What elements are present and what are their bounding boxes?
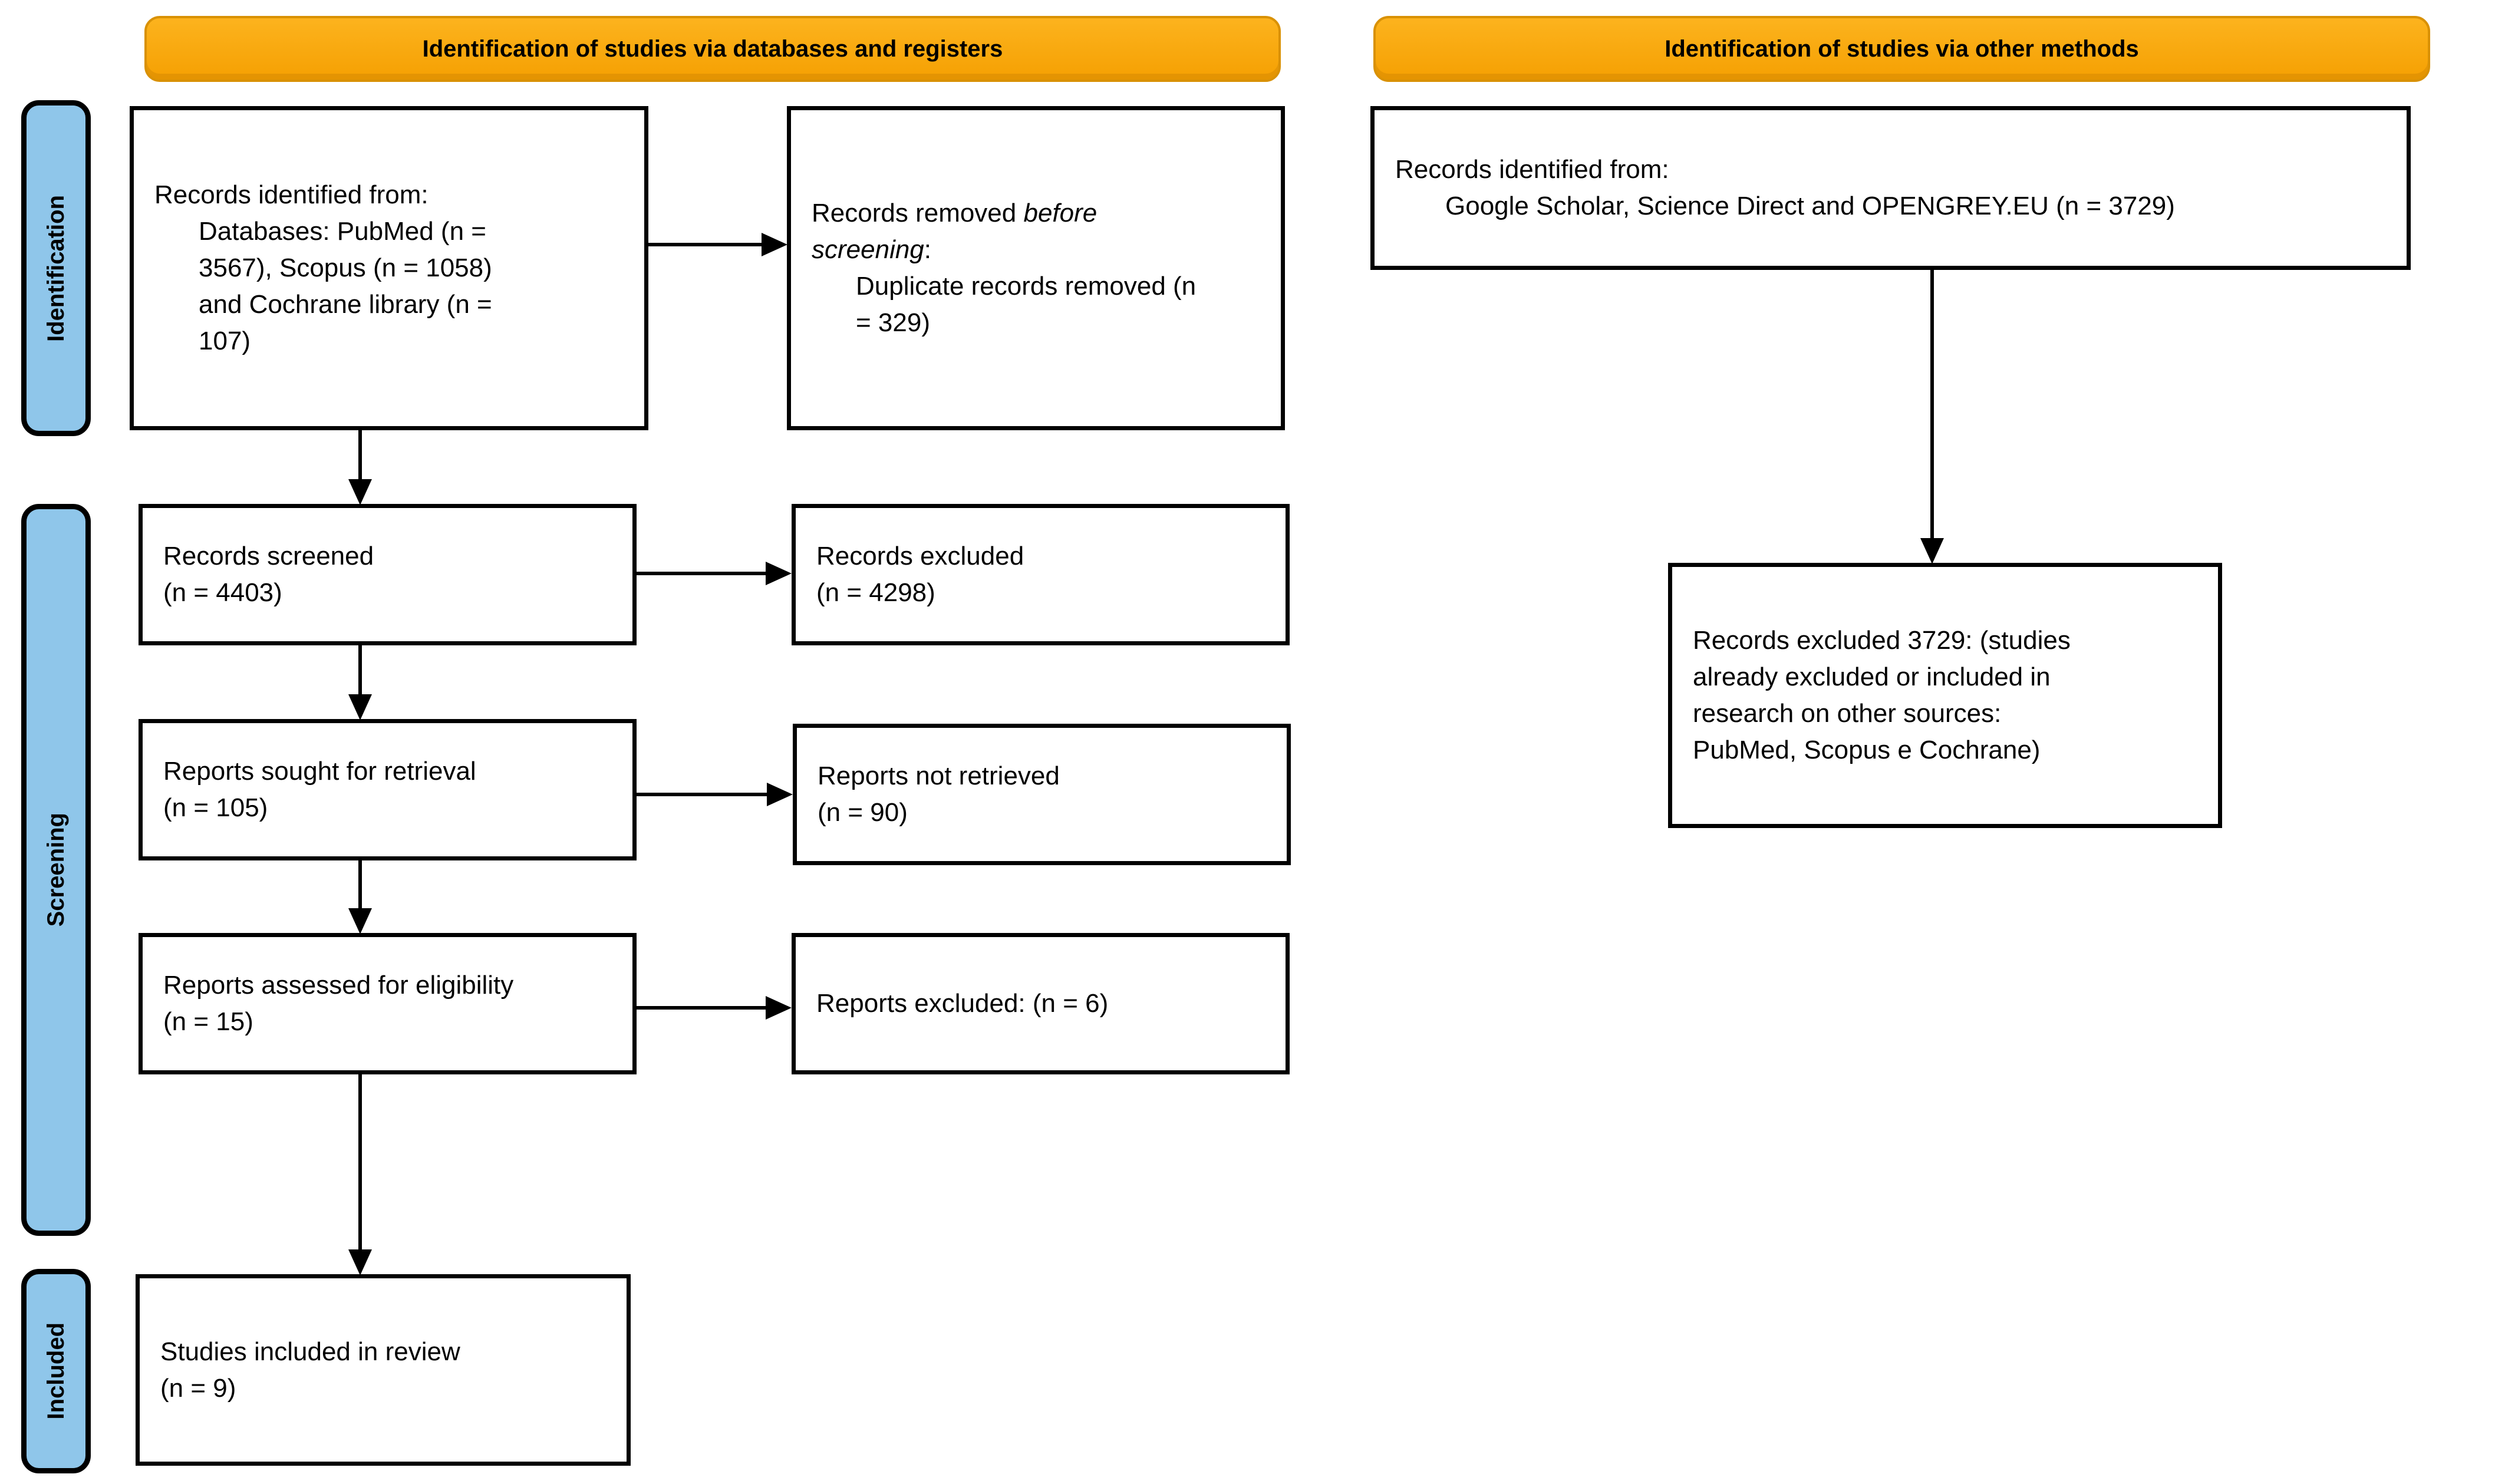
box-reports-not-retrieved-text: Reports not retrieved (n = 90) (818, 761, 1060, 827)
stage-screening: Screening (21, 504, 91, 1236)
banner-other-methods: Identification of studies via other meth… (1373, 16, 2430, 82)
arrow-sought-to-notretrieved-line (637, 793, 767, 796)
arrow-identified-to-removed-head-icon (762, 233, 787, 256)
box-records-screened: Records screened (n = 4403) (139, 504, 637, 645)
stage-screening-label: Screening (42, 813, 69, 927)
arrow-other-identified-to-excluded-line (1930, 270, 1934, 539)
arrow-assessed-to-included-line (358, 1074, 362, 1251)
arrow-identified-to-screened-line (358, 430, 362, 480)
box-records-excluded-other: Records excluded 3729: (studies already … (1668, 563, 2222, 828)
stage-included-label: Included (42, 1323, 69, 1420)
arrow-other-identified-to-excluded-head-icon (1920, 538, 1944, 564)
box-reports-sought-text: Reports sought for retrieval (n = 105) (163, 757, 476, 822)
box-records-identified-other-text: Records identified from:Google Scholar, … (1395, 155, 2175, 220)
box-records-screened-text: Records screened (n = 4403) (163, 542, 374, 607)
stage-identification: Identification (21, 100, 91, 436)
box-records-removed-before-screening: Records removed before screening:Duplica… (787, 106, 1285, 430)
box-records-excluded-other-text: Records excluded 3729: (studies already … (1693, 626, 2071, 764)
arrow-screened-to-sought-line (358, 645, 362, 695)
box-records-identified-other: Records identified from:Google Scholar, … (1370, 106, 2411, 270)
box-reports-not-retrieved: Reports not retrieved (n = 90) (793, 724, 1291, 865)
box-reports-sought: Reports sought for retrieval (n = 105) (139, 719, 637, 860)
box-records-identified-databases-text: Records identified from:Databases: PubMe… (154, 180, 492, 355)
arrow-screened-to-excluded-head-icon (766, 562, 792, 585)
stage-identification-label: Identification (42, 194, 69, 342)
arrow-sought-to-assessed-head-icon (348, 908, 372, 934)
arrow-identified-to-screened-head-icon (348, 479, 372, 505)
box-records-removed-before-screening-text: Records removed before screening:Duplica… (812, 199, 1197, 337)
arrow-assessed-to-included-head-icon (348, 1249, 372, 1275)
banner-databases-registers-label: Identification of studies via databases … (422, 35, 1003, 62)
arrow-assessed-to-excluded-line (637, 1006, 766, 1010)
box-reports-excluded: Reports excluded: (n = 6) (792, 933, 1290, 1074)
box-records-excluded: Records excluded (n = 4298) (792, 504, 1290, 645)
box-records-excluded-text: Records excluded (n = 4298) (816, 542, 1024, 607)
arrow-sought-to-assessed-line (358, 860, 362, 909)
arrow-identified-to-removed-line (648, 243, 762, 246)
banner-other-methods-label: Identification of studies via other meth… (1665, 35, 2139, 62)
arrow-screened-to-sought-head-icon (348, 694, 372, 720)
arrow-assessed-to-excluded-head-icon (766, 996, 792, 1020)
box-studies-included: Studies included in review (n = 9) (136, 1274, 631, 1466)
box-reports-excluded-text: Reports excluded: (n = 6) (816, 989, 1109, 1018)
box-records-identified-databases: Records identified from:Databases: PubMe… (130, 106, 648, 430)
banner-databases-registers: Identification of studies via databases … (144, 16, 1281, 82)
stage-included: Included (21, 1269, 91, 1473)
box-reports-assessed-text: Reports assessed for eligibility (n = 15… (163, 971, 514, 1036)
arrow-sought-to-notretrieved-head-icon (767, 783, 793, 806)
box-studies-included-text: Studies included in review (n = 9) (160, 1337, 460, 1403)
arrow-screened-to-excluded-line (637, 572, 766, 575)
box-reports-assessed: Reports assessed for eligibility (n = 15… (139, 933, 637, 1074)
